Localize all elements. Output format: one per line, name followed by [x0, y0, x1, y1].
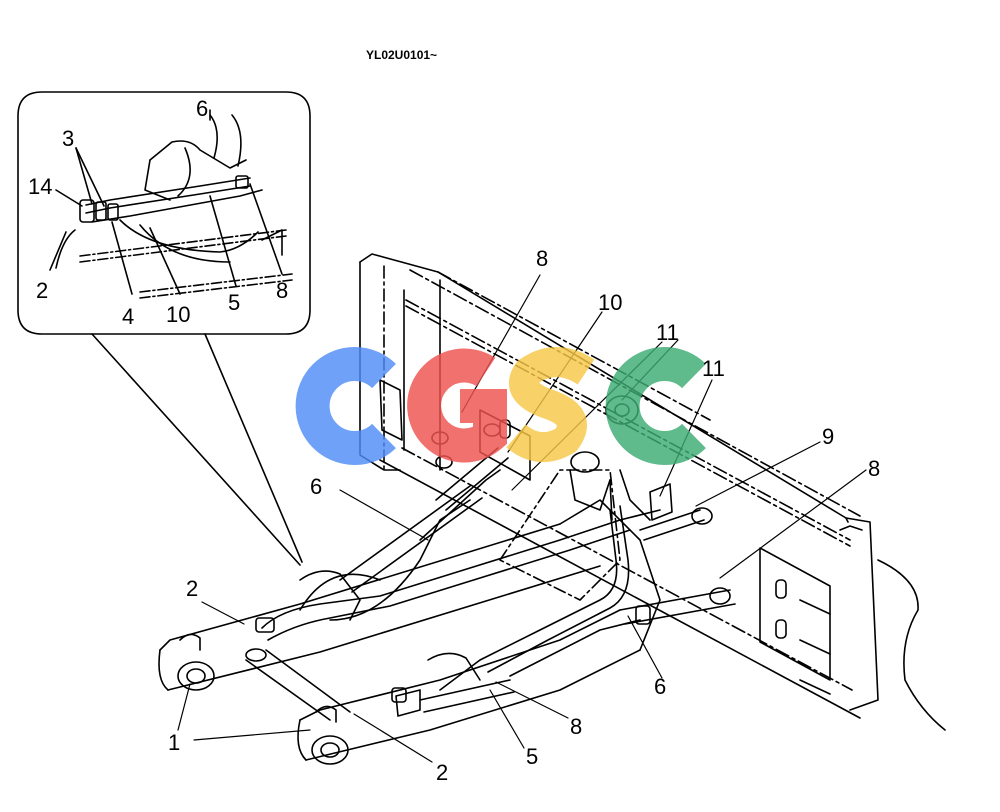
callout-main-10: 10	[598, 290, 623, 315]
callout-inset-5: 5	[228, 290, 241, 315]
callout-inset-3: 3	[62, 126, 75, 151]
watermark-letter-g-red	[424, 365, 490, 445]
detail-inset	[18, 92, 310, 565]
callout-main-9: 9	[822, 424, 835, 449]
tilt-cylinders	[340, 424, 735, 716]
callout-inset-10: 10	[166, 302, 191, 327]
callout-main-2-bottom: 2	[436, 760, 449, 785]
watermark-letter-s-yellow	[516, 362, 586, 447]
callout-main-8-right: 8	[868, 456, 881, 481]
callout-inset-2: 2	[36, 278, 49, 303]
callout-main-8-bottom: 8	[570, 714, 583, 739]
callout-inset-14: 14	[28, 174, 53, 199]
cgsc-watermark	[313, 362, 694, 448]
callout-main-8-top: 8	[536, 246, 549, 271]
callout-main-11-b: 11	[702, 356, 725, 381]
callout-main-5: 5	[526, 744, 539, 769]
drawing-code: YL02U0101~	[366, 48, 438, 62]
callout-main-2-left: 2	[186, 576, 199, 601]
callout-main-6-right: 6	[654, 674, 667, 699]
dozer-blade	[360, 254, 945, 730]
callout-inset-8: 8	[276, 278, 289, 303]
hydraulic-hoses	[256, 470, 660, 702]
c-frame	[159, 396, 660, 764]
callout-inset-4: 4	[122, 304, 135, 329]
callout-main-6-left: 6	[310, 474, 323, 499]
callout-main-1: 1	[168, 730, 181, 755]
callout-inset-6: 6	[196, 96, 209, 121]
watermark-letter-c-blue	[313, 364, 384, 448]
leader-lines	[178, 275, 866, 762]
callout-main-11-a: 11	[656, 320, 679, 345]
watermark-letter-c-green	[623, 364, 694, 448]
